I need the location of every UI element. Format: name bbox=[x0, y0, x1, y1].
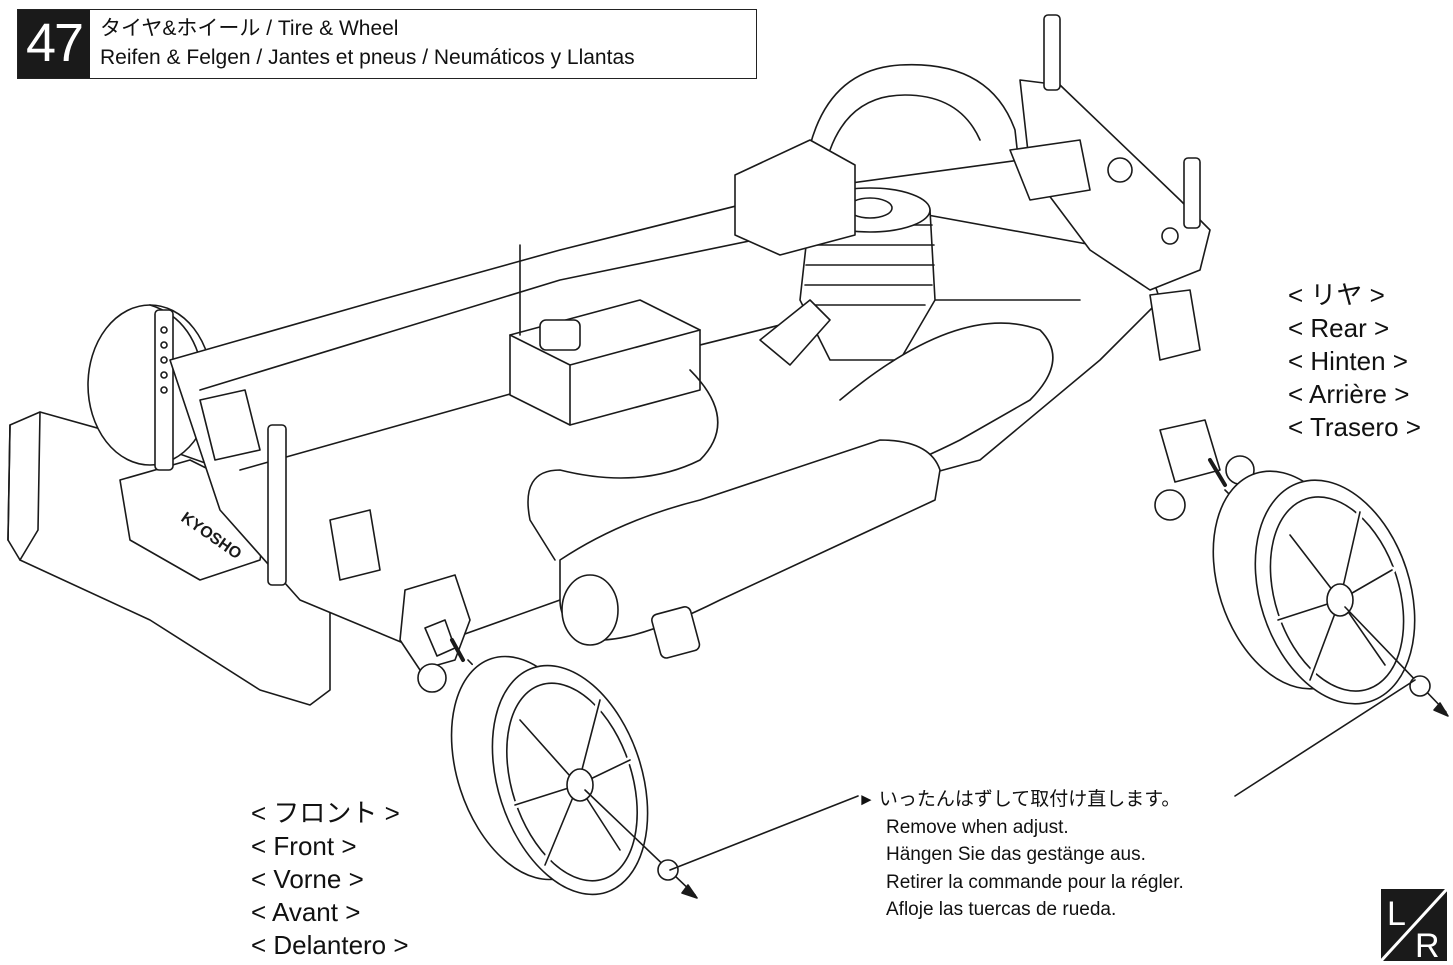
pointer-arrow-icon: ► bbox=[858, 790, 875, 809]
note-leader-lines bbox=[669, 679, 1416, 871]
step-header: 47 タイヤ&ホイール / Tire & Wheel Reifen & Felg… bbox=[17, 9, 757, 79]
step-title: タイヤ&ホイール / Tire & Wheel Reifen & Felgen … bbox=[90, 10, 635, 78]
rear-label-en: < Rear > bbox=[1288, 313, 1390, 343]
left-right-side-icon: L R bbox=[1381, 889, 1447, 961]
step-number: 47 bbox=[18, 10, 90, 78]
note-line-es: Afloje las tuercas de rueda. bbox=[886, 899, 1117, 920]
front-label-es: < Delantero > bbox=[251, 930, 409, 960]
front-shocks bbox=[199, 389, 381, 586]
front-wheel-exploded bbox=[450, 655, 698, 899]
badge-right-letter: R bbox=[1415, 927, 1440, 961]
engine bbox=[734, 139, 936, 366]
note-line-en: Remove when adjust. bbox=[886, 816, 1069, 838]
adjust-note: ►いったんはずして取付け直します。 Remove when adjust. Hä… bbox=[858, 786, 1184, 924]
badge-left-letter: L bbox=[1387, 895, 1406, 933]
rear-label-fr: < Arrière > bbox=[1288, 379, 1410, 409]
front-label-de: < Vorne > bbox=[251, 864, 364, 894]
front-label-ja: < フロント > bbox=[251, 798, 400, 828]
rear-left-wheel bbox=[804, 63, 1021, 176]
note-line-fr: Retirer la commande pour la régler. bbox=[886, 871, 1184, 893]
note-line-ja: ►いったんはずして取付け直します。 bbox=[858, 789, 1181, 810]
step-title-line1: タイヤ&ホイール / Tire & Wheel bbox=[100, 17, 399, 40]
rear-wheel-exploded bbox=[1212, 470, 1449, 717]
exhaust-pipe bbox=[559, 322, 1054, 659]
front-hub bbox=[399, 574, 471, 693]
rear-label-ja: < リヤ > bbox=[1288, 280, 1385, 310]
rear-labels: < リヤ > < Rear > < Hinten > < Arrière > <… bbox=[1288, 279, 1421, 444]
wire-loop bbox=[527, 369, 719, 561]
receiver-box bbox=[509, 244, 701, 426]
rear-label-es: < Trasero > bbox=[1288, 412, 1421, 442]
front-labels: < フロント > < Front > < Vorne > < Avant > <… bbox=[251, 797, 409, 962]
note-line-de: Hängen Sie das gestänge aus. bbox=[886, 844, 1146, 865]
rear-label-de: < Hinten > bbox=[1288, 346, 1408, 376]
rear-shock-tower bbox=[1019, 14, 1211, 291]
front-label-fr: < Avant > bbox=[251, 897, 361, 927]
rear-shocks bbox=[1009, 139, 1201, 361]
step-title-line2: Reifen & Felgen / Jantes et pneus / Neum… bbox=[100, 46, 635, 69]
front-label-en: < Front > bbox=[251, 831, 357, 861]
